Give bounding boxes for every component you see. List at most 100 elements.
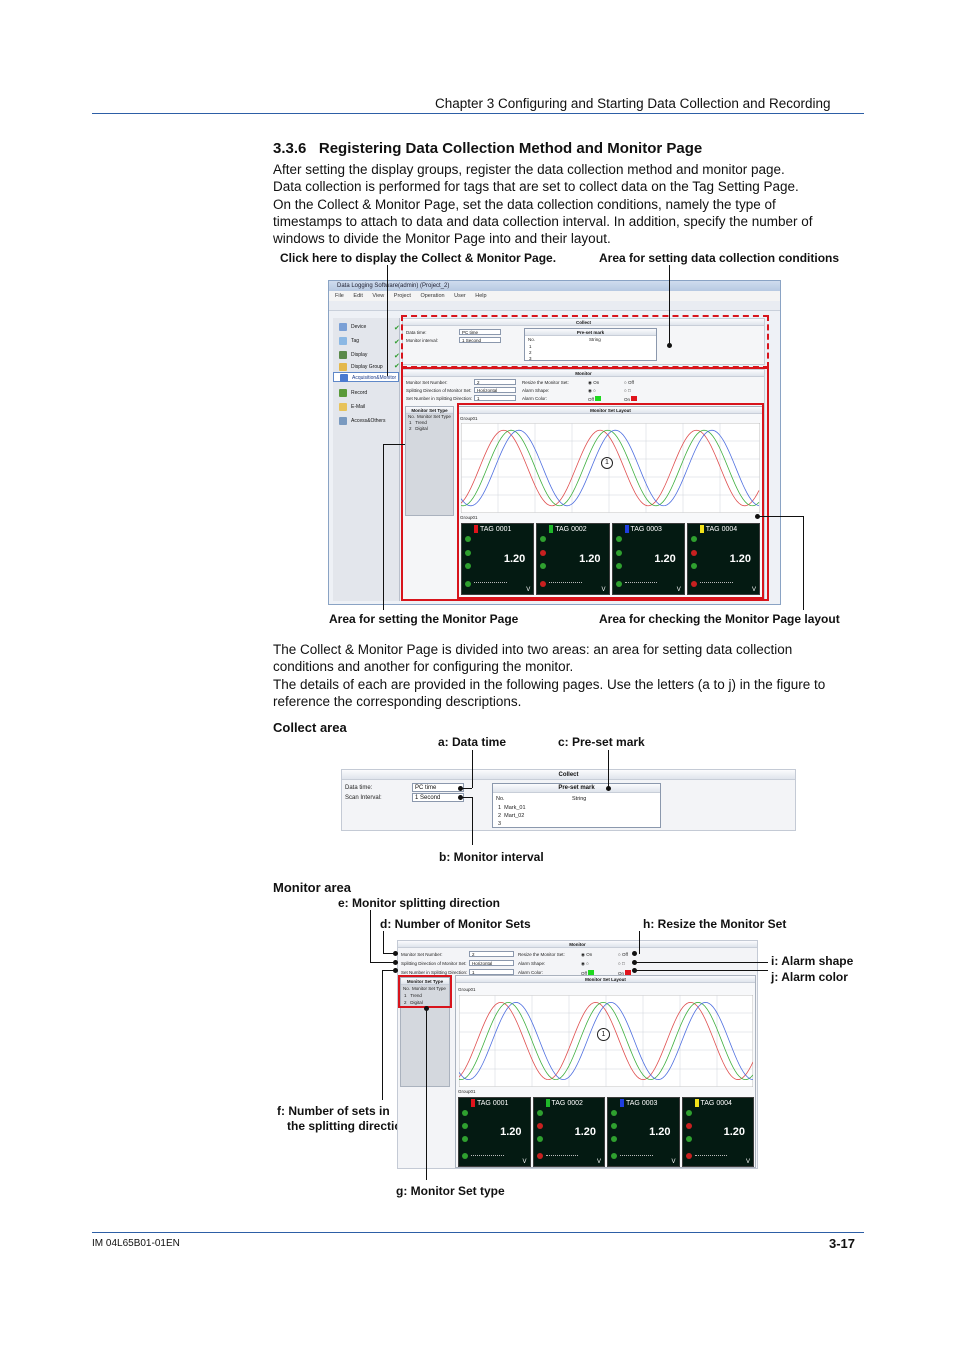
row-no: 2	[409, 426, 412, 431]
data-time-label: Data time:	[406, 330, 427, 335]
table-row[interactable]: 3	[498, 821, 504, 827]
group-tab[interactable]: Group01	[460, 416, 478, 421]
header-rule	[92, 113, 864, 114]
sidebar-item-record[interactable]: Record	[333, 386, 399, 400]
split-number-select[interactable]: 1	[474, 395, 516, 401]
row-no: 3	[498, 821, 502, 827]
table-row[interactable]: 2	[529, 350, 532, 355]
menu-user[interactable]: User	[454, 293, 466, 299]
monitor-panel: Monitor Monitor Set Number: 2 Splitting …	[402, 369, 765, 601]
shape-circle-radio[interactable]: ◉ ○	[581, 961, 589, 966]
resize-on-radio[interactable]: ◉ On	[581, 952, 593, 957]
tag-name: TAG 0002	[555, 526, 587, 533]
monitor-interval-label: Monitor interval:	[406, 338, 439, 343]
sidebar-item-tag[interactable]: Tag✔	[333, 334, 400, 348]
alarm-led	[690, 549, 697, 556]
group-tab[interactable]: Group01	[458, 987, 476, 992]
monitor-set-number-select[interactable]: 2	[469, 951, 514, 957]
table-row[interactable]: 3	[529, 356, 532, 361]
leader-line	[383, 953, 397, 954]
menu-edit[interactable]: Edit	[353, 293, 363, 299]
sidebar-label: Record	[351, 390, 368, 396]
group-tab-2[interactable]: Group01	[460, 515, 478, 520]
monitor-icon	[340, 374, 348, 382]
menu-operation[interactable]: Operation	[420, 293, 445, 299]
menu-view[interactable]: View	[372, 293, 385, 299]
split-number-select[interactable]: 1	[469, 969, 514, 975]
table-row[interactable]: 2 Digital	[409, 426, 428, 431]
callout-monitor-setting: Area for setting the Monitor Page	[329, 612, 519, 626]
layout-header: Monitor Set Layout	[458, 407, 763, 414]
type-table-highlight	[398, 975, 452, 1008]
sidebar-item-access[interactable]: Access&Others	[333, 414, 399, 428]
tag-value: 1.20	[503, 552, 526, 565]
row-no: 2	[404, 1000, 407, 1005]
intro-line: windows to divide the Monitor Page into …	[273, 231, 611, 247]
table-row[interactable]: 1 Mark_01	[498, 805, 526, 811]
callout-j: j: Alarm color	[771, 970, 848, 984]
tag-name: TAG 0003	[630, 526, 662, 533]
callout-g: g: Monitor Set type	[396, 1184, 505, 1198]
table-row[interactable]: 1	[529, 344, 532, 349]
monitor-area-title: Monitor area	[273, 880, 352, 895]
tag-unit: V	[596, 1159, 601, 1165]
group-tab-2[interactable]: Group01	[458, 1089, 476, 1094]
record-icon	[339, 389, 347, 397]
shape-square-radio[interactable]: ○ □	[618, 961, 625, 966]
type-col-no: No.	[408, 414, 416, 419]
sidebar-item-display-group[interactable]: Display Group✔	[333, 362, 400, 372]
sidebar-item-device[interactable]: Device✔	[333, 320, 400, 334]
alarm-led	[540, 549, 547, 556]
sidebar-item-display[interactable]: Display✔	[333, 348, 400, 362]
alarm-led	[611, 1153, 617, 1159]
resize-off-radio[interactable]: ○ Off	[624, 380, 634, 385]
callout-d: d: Number of Monitor Sets	[380, 917, 531, 931]
menu-project[interactable]: Project	[393, 293, 411, 299]
menu-file[interactable]: File	[335, 293, 344, 299]
resize-off-radio[interactable]: ○ Off	[618, 952, 628, 957]
resize-on-radio[interactable]: ◉ On	[588, 380, 600, 385]
app-window: Data Logging Software(admin) (Project_2)…	[328, 280, 781, 605]
row-no: 1	[404, 993, 407, 998]
split-direction-select[interactable]: Horizontal	[474, 387, 516, 393]
trend-line-blue	[459, 1001, 753, 1081]
monitor-set-number-select[interactable]: 2	[474, 379, 516, 385]
leader-line	[803, 516, 804, 610]
table-row[interactable]: 1 Trend	[409, 420, 427, 425]
shape-square-radio[interactable]: ○ □	[624, 388, 631, 393]
menu-help[interactable]: Help	[475, 293, 487, 299]
scale-bar	[620, 1154, 653, 1156]
body-line: The Collect & Monitor Page is divided in…	[273, 642, 793, 657]
monitor-figure: Monitor Monitor Set Number: 2 Splitting …	[397, 940, 758, 1169]
monitor-interval-select[interactable]: 1 Second	[459, 337, 501, 343]
table-row[interactable]: 1 Trend	[404, 993, 422, 998]
callout-layout-check: Area for checking the Monitor Page layou…	[599, 612, 840, 626]
sidebar-item-email[interactable]: E-Mail	[333, 400, 399, 414]
data-time-select[interactable]: PC time	[459, 329, 501, 335]
alarm-led	[690, 536, 697, 543]
alarm-color-off[interactable]: Off	[581, 970, 595, 976]
tag-icon	[339, 337, 347, 345]
alarm-shape-label: Alarm Shape:	[522, 388, 550, 393]
row-type: Digital	[410, 1000, 423, 1005]
table-row[interactable]: 2 Mart_02	[498, 813, 524, 819]
alarm-color-off[interactable]: Off	[588, 396, 602, 402]
on-label: On	[593, 380, 600, 385]
data-time-select[interactable]: PC time	[412, 783, 464, 792]
callout-e: e: Monitor splitting direction	[338, 896, 500, 910]
alarm-led	[540, 563, 547, 570]
type-header: Monitor Set Type	[401, 978, 449, 985]
alarm-led	[690, 563, 697, 570]
scale-bar	[474, 582, 507, 584]
sidebar-item-acquisition-monitor[interactable]: Acquisition&Monitor	[333, 372, 399, 382]
shape-circle-radio[interactable]: ◉ ○	[588, 388, 596, 393]
split-direction-select[interactable]: Horizontal	[469, 960, 514, 966]
scan-interval-select[interactable]: 1 Second	[412, 793, 464, 802]
alarm-color-on[interactable]: On	[624, 396, 638, 402]
table-row[interactable]: 2 Digital	[404, 1000, 423, 1005]
alarm-color-on[interactable]: On	[618, 970, 632, 976]
